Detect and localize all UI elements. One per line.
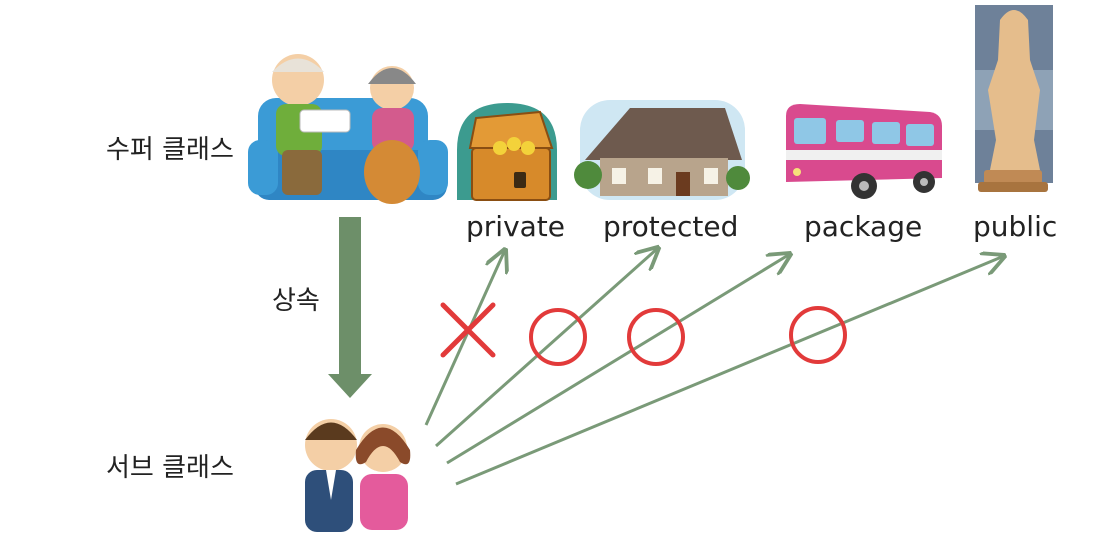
protected-label: protected xyxy=(603,210,738,243)
statue-icon xyxy=(975,5,1053,192)
bus-icon xyxy=(786,104,942,199)
inheritance-arrow xyxy=(328,217,372,398)
couple-illustration xyxy=(305,419,411,532)
arrow-to-protected xyxy=(435,248,658,448)
arrow-to-package xyxy=(446,254,790,465)
package-o-mark xyxy=(627,308,685,366)
house-icon xyxy=(574,100,750,200)
protected-o-mark xyxy=(529,308,587,366)
private-label: private xyxy=(466,210,565,243)
treasure-chest-icon xyxy=(457,103,557,201)
inheritance-label: 상속 xyxy=(272,286,320,316)
arrow-to-private xyxy=(424,250,505,426)
sub-class-label: 서브 클래스 xyxy=(106,453,234,483)
package-label: package xyxy=(804,210,922,243)
public-label: public xyxy=(973,210,1057,243)
grandparents-illustration xyxy=(248,54,448,204)
private-x-mark xyxy=(440,302,496,358)
public-o-mark xyxy=(789,306,847,364)
super-class-label: 수퍼 클래스 xyxy=(106,135,234,165)
arrow-to-public xyxy=(455,256,1004,486)
